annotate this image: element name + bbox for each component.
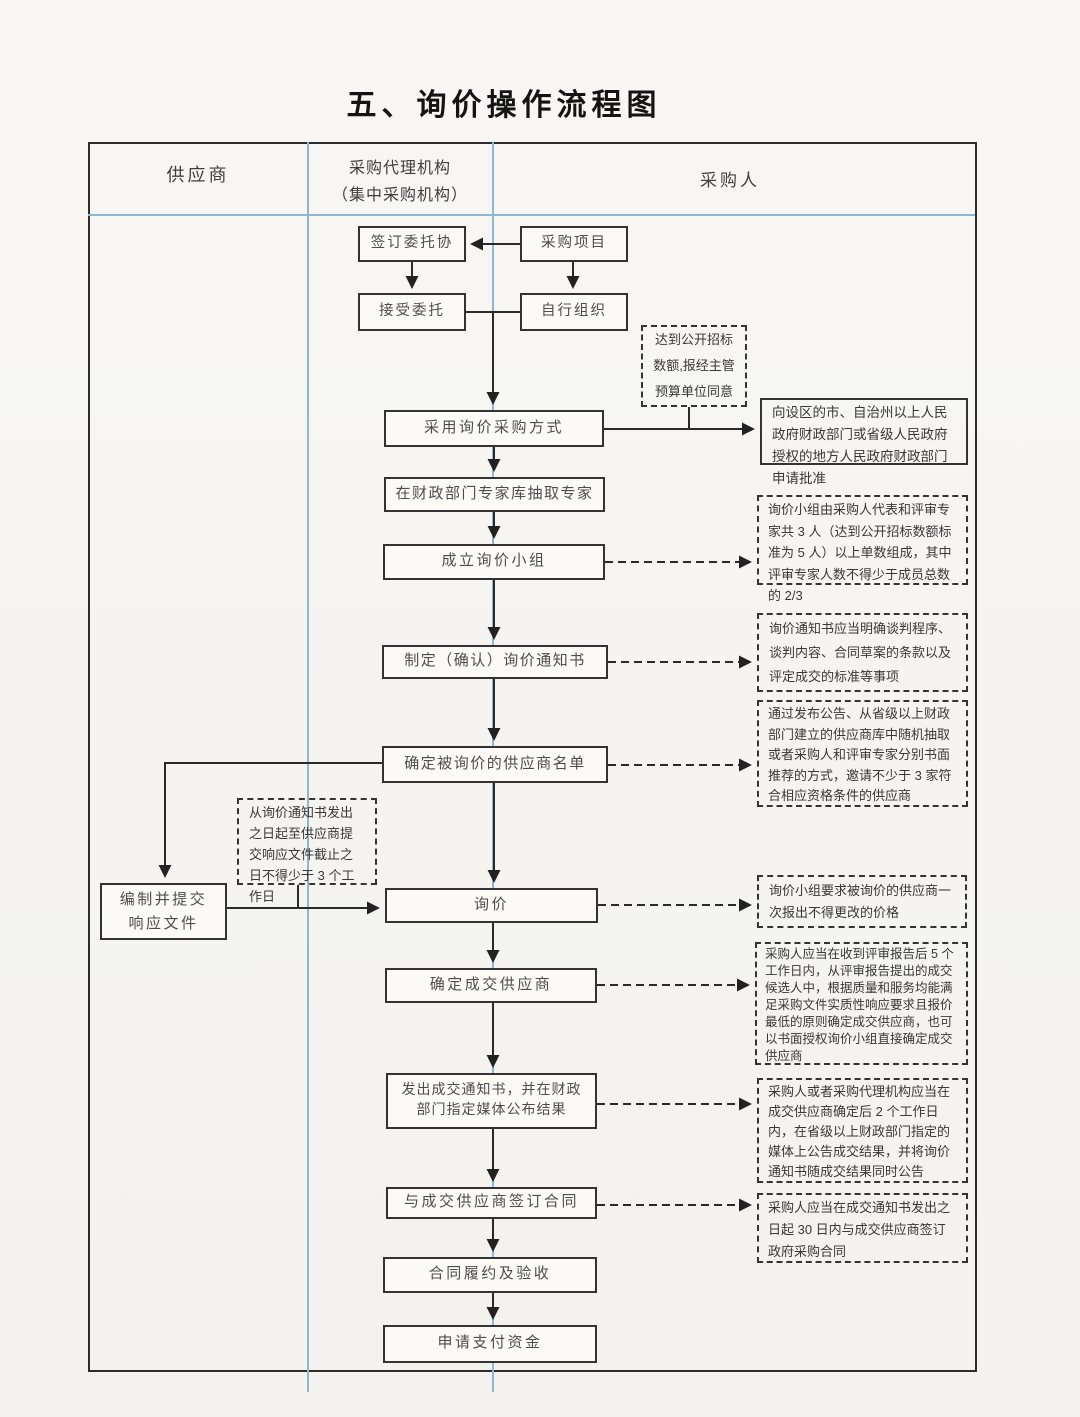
lane-header-agency: 采购代理机构 （集中采购机构） xyxy=(331,160,468,204)
flow-step-procurement-project: 采购项目 xyxy=(520,226,628,262)
flow-step-form-inquiry-team: 成立询价小组 xyxy=(383,544,605,580)
lane-header-underline xyxy=(88,214,975,216)
dashed-connectors xyxy=(597,555,752,1212)
note-contract-deadline: 采购人应当在成交通知书发出之日起 30 日内与成交供应商签订政府采购合同 xyxy=(757,1193,968,1263)
flow-step-extract-experts: 在财政部门专家库抽取专家 xyxy=(384,477,605,512)
note-apply-approval: 向设区的市、自治州以上人民政府财政部门或省级人民政府授权的地方人民政府财政部门申… xyxy=(760,398,968,486)
note-open-tender-threshold: 达到公开招标 数额,报经主管 预算单位同意 xyxy=(641,325,747,407)
flow-step-apply-payment: 申请支付资金 xyxy=(383,1325,597,1363)
lane-divider-1 xyxy=(307,142,309,1392)
flow-step-inquiry: 询价 xyxy=(385,888,598,923)
flow-step-issue-deal-notice: 发出成交通知书，并在财政部门指定媒体公布结果 xyxy=(386,1073,597,1129)
diagram-border xyxy=(88,142,977,1372)
flow-step-self-organize: 自行组织 xyxy=(520,293,628,331)
note-supplier-selection: 通过发布公告、从省级以上财政部门建立的供应商库中随机抽取或者采购人和评审专家分别… xyxy=(757,700,968,807)
note-team-composition: 询价小组由采购人代表和评审专家共 3 人（达到公开招标数额标准为 5 人）以上单… xyxy=(757,495,968,603)
flow-step-adopt-inquiry-method: 采用询价采购方式 xyxy=(384,410,604,447)
note-announce-result: 采购人或者采购代理机构应当在成交供应商确定后 2 个工作日内，在省级以上财政部门… xyxy=(757,1078,968,1183)
flow-step-sign-agreement: 签订委托协 xyxy=(358,226,466,262)
lane-header-purchaser: 采购人 xyxy=(700,171,760,190)
lane-header-supplier: 供应商 xyxy=(166,165,230,185)
solid-connectors xyxy=(158,237,755,1320)
page-title: 五、询价操作流程图 xyxy=(346,89,662,122)
flow-step-contract-performance: 合同履约及验收 xyxy=(383,1257,597,1293)
note-notice-content: 询价通知书应当明确谈判程序、谈判内容、合同草案的条款以及评定成交的标准等事项 xyxy=(757,613,968,692)
flow-step-confirm-deal-supplier: 确定成交供应商 xyxy=(385,968,597,1003)
flow-step-sign-contract: 与成交供应商签订合同 xyxy=(386,1187,597,1219)
flow-step-prepare-response: 编制并提交 响应文件 xyxy=(100,883,227,940)
flow-step-confirm-supplier-list: 确定被询价的供应商名单 xyxy=(382,746,608,783)
note-one-time-quote: 询价小组要求被询价的供应商一次报出不得更改的价格 xyxy=(757,875,967,928)
note-response-deadline: 从询价通知书发出之日起至供应商提交响应文件截止之日不得少于 3 个工作日 xyxy=(237,798,377,904)
note-confirm-rules: 采购人应当在收到评审报告后 5 个工作日内，从评审报告提出的成交候选人中，根据质… xyxy=(755,942,968,1065)
flow-step-accept-entrustment: 接受委托 xyxy=(358,293,466,331)
flow-step-make-inquiry-notice: 制定（确认）询价通知书 xyxy=(382,645,608,679)
